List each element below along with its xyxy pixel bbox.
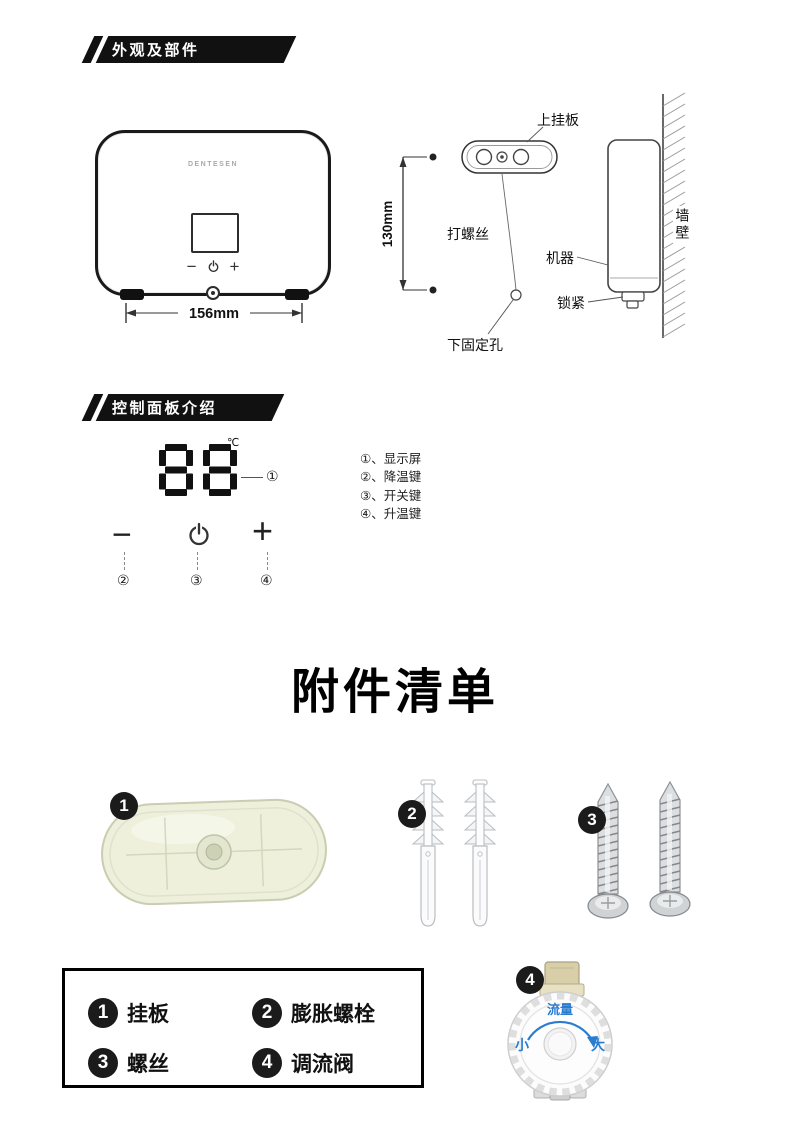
callout-number-cool: ② xyxy=(117,572,130,588)
label-machine: 机器 xyxy=(546,250,574,266)
legend-item-screws: 3 螺丝 xyxy=(88,1048,169,1078)
device-display xyxy=(191,213,239,253)
legend-line-display: ①、显示屏 xyxy=(360,452,422,466)
accessories-legend-box xyxy=(62,968,424,1088)
accessory-badge-1: 1 xyxy=(110,792,138,820)
control-legend-list: ①、显示屏 ②、降温键 ③、开关键 ④、升温键 xyxy=(360,450,421,524)
lock-leader xyxy=(587,296,624,303)
label-wall: 墙壁 xyxy=(673,206,691,244)
legend-badge-1: 1 xyxy=(88,998,118,1028)
power-button-icon xyxy=(189,522,209,546)
device-button-row: − + xyxy=(98,257,328,275)
legend-line-power: ③、开关键 xyxy=(360,488,422,503)
device-outlet xyxy=(206,286,220,300)
display-callout-line xyxy=(241,477,263,478)
label-screws: 打螺丝 xyxy=(447,226,489,242)
label-lock: 锁紧 xyxy=(557,295,585,311)
callout-dash-power xyxy=(197,552,198,570)
temperature-display xyxy=(159,444,237,496)
valve-knob-teeth xyxy=(508,992,612,1096)
valve-max-label: 大 xyxy=(591,1037,605,1053)
heat-up-button: + xyxy=(252,510,274,551)
legend-label-valve: 调流阀 xyxy=(291,1053,354,1076)
width-dimension-label: 156mm xyxy=(189,306,239,322)
callout-number-power: ③ xyxy=(190,572,203,588)
lower-screw-dot xyxy=(429,286,437,294)
digit-1 xyxy=(159,444,193,496)
brand-label: DENTESEN xyxy=(187,161,239,168)
legend-item-plate: 1 挂板 xyxy=(88,998,169,1028)
device-foot-left xyxy=(120,289,144,300)
screw-right xyxy=(649,781,691,917)
height-dimension: 130mm xyxy=(380,153,437,294)
legend-item-bolts: 2 膨胀螺栓 xyxy=(252,998,375,1028)
accessory-badge-3: 3 xyxy=(578,806,606,834)
device-foot-right xyxy=(285,289,309,300)
flow-valve-image: 流量 小 大 xyxy=(507,961,613,1101)
celsius-unit: ℃ xyxy=(227,437,240,449)
legend-badge-4: 4 xyxy=(252,1048,282,1078)
display-callout-number: ① xyxy=(266,468,279,484)
legend-line-heat: ④、升温键 xyxy=(360,507,422,522)
digit-2 xyxy=(203,444,237,496)
section-header-control-panel: 控制面板介绍 xyxy=(81,394,285,421)
screw-left xyxy=(587,783,629,919)
height-dimension-label: 130mm xyxy=(380,201,395,248)
flow-direction-arrow xyxy=(527,1020,593,1041)
width-dimension: 156mm xyxy=(125,303,303,323)
valve-min-label: 小 xyxy=(515,1037,529,1053)
lower-hole-leader xyxy=(487,299,514,335)
legend-label-bolts: 膨胀螺栓 xyxy=(291,1003,375,1026)
accessory-badge-2: 2 xyxy=(398,800,426,828)
device-minus-button: − xyxy=(186,256,197,276)
hanging-plate-image xyxy=(101,798,327,906)
legend-badge-2: 2 xyxy=(252,998,282,1028)
legend-item-valve: 4 调流阀 xyxy=(252,1048,354,1078)
accessories-title: 附件清单 xyxy=(290,666,499,719)
callout-dash-cool xyxy=(124,552,125,570)
accessory-badge-4: 4 xyxy=(516,966,544,994)
callout-number-heat: ④ xyxy=(260,572,273,588)
legend-badge-3: 3 xyxy=(88,1048,118,1078)
section-title-control-panel: 控制面板介绍 xyxy=(112,400,218,417)
legend-line-cool: ②、降温键 xyxy=(360,470,422,485)
label-upper-plate: 上挂板 xyxy=(537,112,579,128)
upper-plate-drawing xyxy=(461,140,558,174)
section-title-appearance: 外观及部件 xyxy=(112,42,200,59)
lower-fixing-hole xyxy=(510,289,522,301)
installation-diagram: 130mm xyxy=(380,92,686,338)
anchor-right xyxy=(464,779,496,927)
cool-down-button: − xyxy=(112,516,132,554)
valve-flow-label: 流量 xyxy=(547,1002,573,1017)
screws-image xyxy=(587,781,691,919)
legend-label-plate: 挂板 xyxy=(127,1003,169,1026)
machine-leader xyxy=(576,256,609,266)
device-front-view: DENTESEN − + xyxy=(95,130,331,300)
section-header-appearance: 外观及部件 xyxy=(81,36,297,63)
screw-leader-line xyxy=(501,173,517,291)
callout-dash-heat xyxy=(267,552,268,570)
legend-label-screws: 螺丝 xyxy=(127,1053,169,1076)
device-power-icon xyxy=(208,259,218,272)
device-plus-button: + xyxy=(229,256,240,276)
label-lower-hole: 下固定孔 xyxy=(447,337,503,353)
upper-screw-dot xyxy=(429,153,437,161)
upper-plate-leader xyxy=(526,126,544,143)
machine-side-view xyxy=(607,139,661,309)
